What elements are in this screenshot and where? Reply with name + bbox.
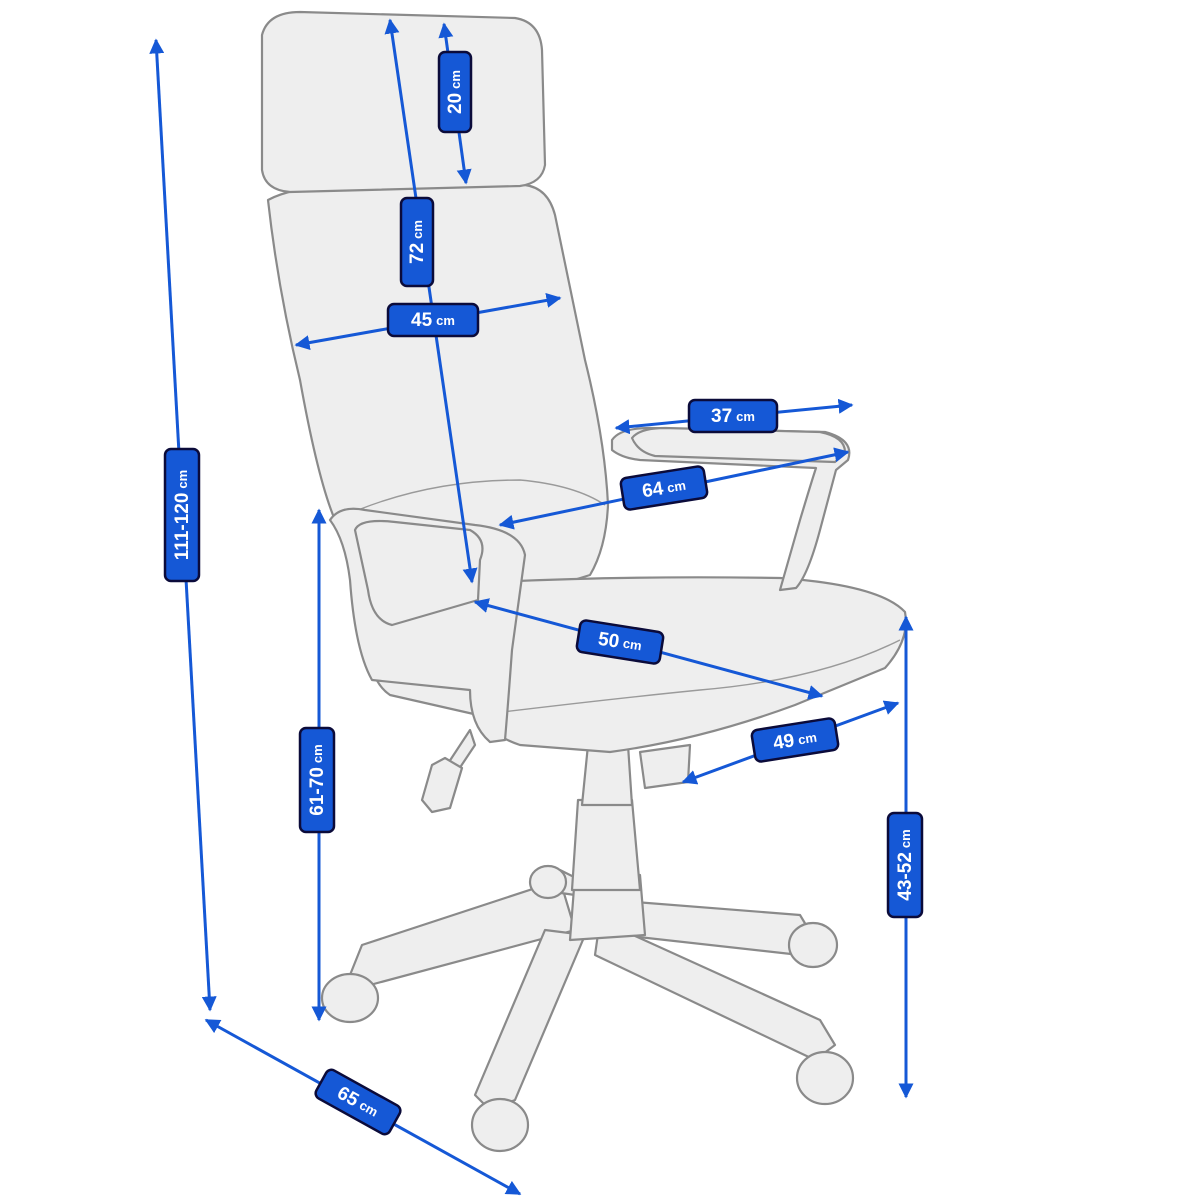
badge-seat-depth: 50cm (575, 619, 665, 665)
height-adjust-lever (420, 728, 477, 814)
dimension-unit: cm (175, 470, 190, 489)
badge-background (886, 811, 924, 919)
svg-text:20cm: 20 cm (445, 70, 466, 114)
badge-background (687, 398, 779, 434)
svg-text:43-52cm: 43-52 cm (895, 829, 916, 900)
dimension-unit: cm (736, 409, 755, 424)
dimension-unit: cm (898, 829, 913, 848)
badge-seat-width: 49cm (750, 717, 840, 763)
dimension-value: 111-120 (172, 493, 193, 561)
dimension-value: 43-52 (895, 852, 916, 901)
svg-text:49cm: 49cm (772, 726, 819, 754)
svg-text:61-70cm: 61-70 cm (307, 744, 328, 815)
dimension-unit: cm (622, 635, 643, 653)
dimension-value: 49 (772, 730, 796, 754)
svg-text:72cm: 72 cm (407, 220, 428, 264)
dimension-value: 37 (711, 406, 732, 427)
office-chair-drawing (260, 10, 907, 1153)
badge-armrest-length: 37 cm (687, 398, 779, 434)
badge-seat-height: 43-52 cm (886, 811, 924, 919)
dimension-unit: cm (436, 313, 455, 328)
svg-text:50cm: 50cm (597, 628, 644, 656)
tilt-knob (638, 743, 692, 790)
dimension-unit: cm (448, 70, 463, 89)
badge-background (298, 726, 336, 834)
badge-background (163, 447, 201, 583)
gas-cylinder (570, 743, 642, 892)
badge-background (750, 717, 840, 763)
svg-text:111-120cm: 111-120 cm (172, 470, 193, 560)
badge-total-height: 111-120 cm (163, 447, 201, 583)
badge-armrest-width-span: 64cm (619, 465, 709, 511)
badge-headrest-height: 20 cm (437, 50, 473, 134)
headrest (260, 10, 547, 194)
dimension-value: 20 (445, 93, 466, 114)
badge-background (619, 465, 709, 511)
dimension-value: 45 (411, 310, 433, 331)
dimension-value: 72 (407, 243, 428, 264)
dimension-unit: cm (666, 477, 687, 495)
badge-background (386, 302, 480, 338)
badge-base-diameter: 65cm (314, 1068, 402, 1136)
dimension-value: 61-70 (307, 767, 328, 816)
dimension-value: 50 (597, 628, 621, 652)
chair-base (348, 868, 837, 1112)
svg-text:64cm: 64cm (641, 474, 688, 502)
badge-background (437, 50, 473, 134)
badge-background (399, 196, 435, 288)
dimension-unit: cm (797, 729, 818, 747)
dimension-value: 64 (641, 478, 666, 502)
badge-background (314, 1068, 402, 1136)
dimension-unit: cm (410, 220, 425, 239)
badge-background (575, 619, 665, 665)
badge-backrest-height: 72 cm (399, 196, 435, 288)
badge-armrest-height: 61-70 cm (298, 726, 336, 834)
dimension-unit: cm (310, 744, 325, 763)
